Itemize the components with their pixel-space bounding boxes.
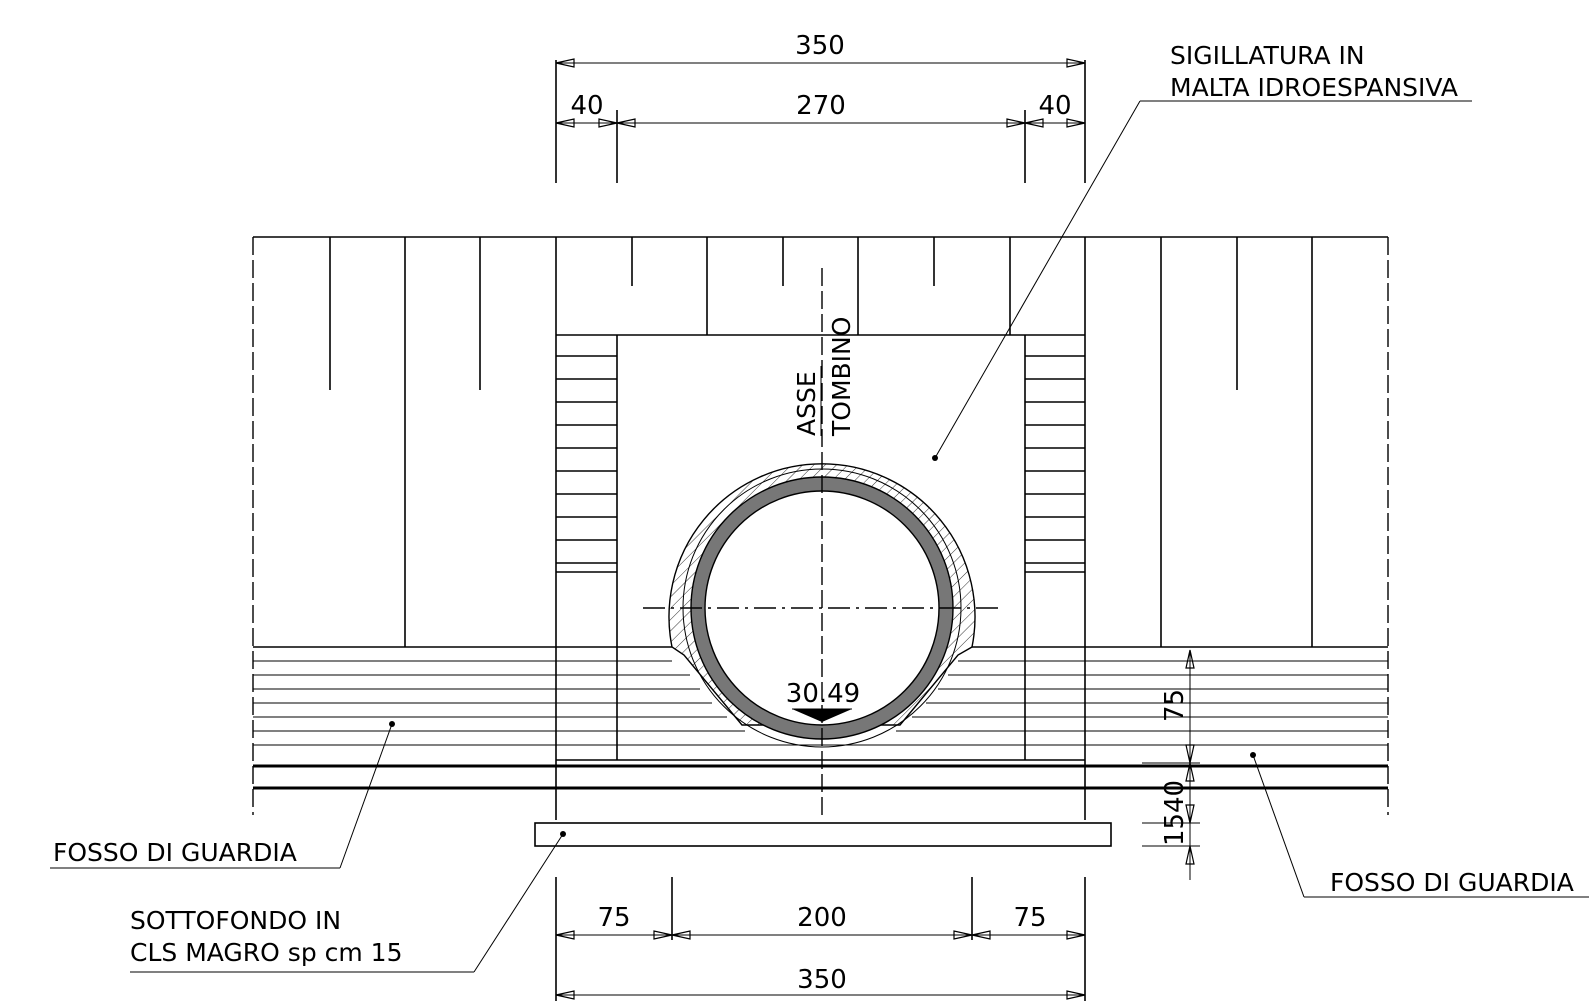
base-label-line2: CLS MAGRO sp cm 15 <box>130 938 403 967</box>
top-dimensions: 350 40 270 40 <box>555 31 1086 183</box>
dim-top-middle: 270 <box>796 91 846 121</box>
dim-pipe-invert: 30.49 <box>786 679 860 709</box>
bottom-dimensions: 75 200 75 350 <box>555 877 1086 1001</box>
dim-top-total: 350 <box>795 31 845 61</box>
callout-sealing: SIGILLATURA IN MALTA IDROESPANSIVA <box>932 41 1472 461</box>
callout-ditch-right: FOSSO DI GUARDIA <box>1250 752 1589 898</box>
dim-vertical-upper: 75 <box>1160 689 1190 722</box>
dim-bottom-right: 75 <box>1013 903 1046 933</box>
sealing-label-line1: SIGILLATURA IN <box>1170 41 1365 70</box>
ditch-right-label: FOSSO DI GUARDIA <box>1330 868 1574 897</box>
base-label-line1: SOTTOFONDO IN <box>130 906 341 935</box>
callout-ditch-left: FOSSO DI GUARDIA <box>50 721 395 869</box>
right-pier-courses <box>1025 355 1085 573</box>
axis-line1: ASSE <box>792 371 821 436</box>
foundation-slab <box>534 822 1112 847</box>
left-pier-courses <box>556 355 617 573</box>
dim-bottom-left: 75 <box>597 903 630 933</box>
dim-bottom-total: 350 <box>797 965 847 995</box>
dim-top-left: 40 <box>570 91 603 121</box>
callout-base: SOTTOFONDO IN CLS MAGRO sp cm 15 <box>130 831 566 973</box>
sealing-label-line2: MALTA IDROESPANSIVA <box>1170 73 1458 102</box>
headwall <box>252 236 1389 820</box>
dim-vertical-middle: 40 <box>1160 780 1190 813</box>
dim-vertical-lower: 15 <box>1160 813 1190 846</box>
culvert-pipe: 30.49 <box>643 268 1000 815</box>
ditch-left-label: FOSSO DI GUARDIA <box>53 838 297 867</box>
dim-bottom-middle: 200 <box>797 903 847 933</box>
right-vertical-dimensions: 75 40 15 <box>1142 649 1200 880</box>
dim-top-right: 40 <box>1038 91 1071 121</box>
axis-line2: TOMBINO <box>827 317 856 437</box>
axis-label: ASSE TOMBINO <box>792 317 856 437</box>
